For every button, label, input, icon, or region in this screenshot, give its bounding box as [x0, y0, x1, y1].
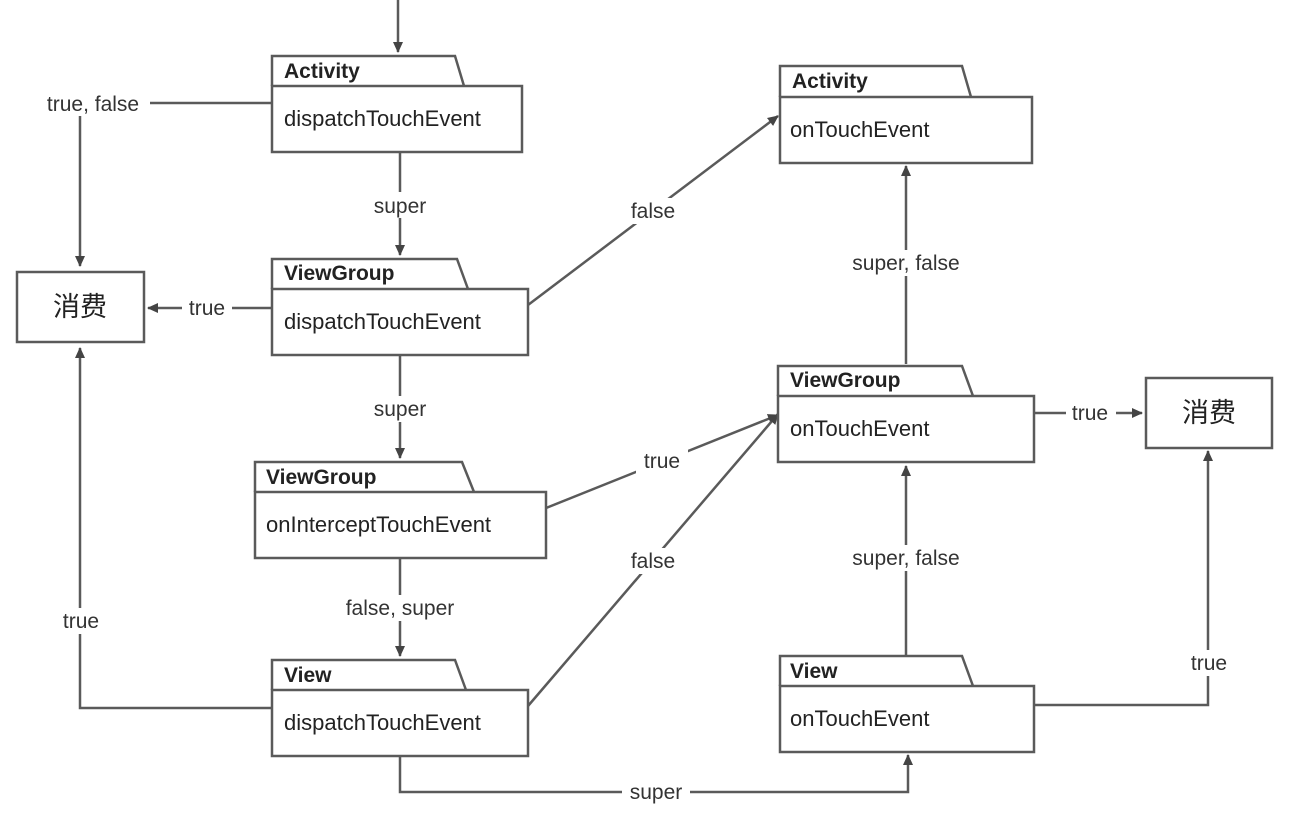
edge-label-intercept-to-vg-ontouch: true	[644, 450, 680, 473]
edge-label-intercept-to-view-dispatch: false, super	[346, 597, 455, 620]
node-viewgroup-intercept-method: onInterceptTouchEvent	[266, 512, 491, 537]
node-viewgroup-dispatch-stereotype: ViewGroup	[284, 262, 394, 285]
edge-label-vg-dispatch-to-activity-ontouch: false	[631, 200, 675, 223]
edge-label-view-dispatch-to-consume: true	[63, 610, 99, 633]
node-viewgroup-dispatch: ViewGroup dispatchTouchEvent	[270, 257, 530, 357]
node-activity-ontouch-method: onTouchEvent	[790, 117, 929, 142]
edge-label-activity-to-consume: true, false	[47, 93, 139, 116]
edge-label-view-ontouch-to-consume: true	[1191, 652, 1227, 675]
node-viewgroup-ontouch-method: onTouchEvent	[790, 416, 929, 441]
edge-label-activity-to-vg-dispatch: super	[374, 195, 427, 218]
edge-label-view-ontouch-to-vg-ontouch: super, false	[852, 547, 959, 570]
node-consume-left: 消费	[15, 270, 146, 344]
node-viewgroup-ontouch-stereotype: ViewGroup	[790, 369, 900, 392]
node-viewgroup-intercept: ViewGroup onInterceptTouchEvent	[253, 460, 548, 560]
node-viewgroup-dispatch-method: dispatchTouchEvent	[284, 309, 481, 334]
node-consume-left-label: 消费	[53, 292, 107, 323]
node-view-dispatch-method: dispatchTouchEvent	[284, 710, 481, 735]
edge-label-view-dispatch-to-vg-ontouch: false	[631, 550, 675, 573]
node-viewgroup-intercept-stereotype: ViewGroup	[266, 466, 376, 489]
node-view-dispatch: View dispatchTouchEvent	[270, 658, 530, 758]
edge-view-ontouch-to-consume	[1034, 450, 1213, 707]
node-view-ontouch-stereotype: View	[790, 660, 838, 683]
node-activity-dispatch-method: dispatchTouchEvent	[284, 106, 481, 131]
edge-view-dispatch-to-consume	[75, 347, 272, 710]
edge-label-vg-ontouch-to-activity-ontouch: super, false	[852, 252, 959, 275]
node-activity-ontouch-stereotype: Activity	[792, 70, 868, 93]
node-view-dispatch-stereotype: View	[284, 664, 332, 687]
node-view-ontouch: View onTouchEvent	[778, 654, 1036, 754]
edge-label-vg-dispatch-to-intercept: super	[374, 398, 427, 421]
node-view-ontouch-method: onTouchEvent	[790, 706, 929, 731]
node-activity-ontouch: Activity onTouchEvent	[778, 64, 1034, 165]
node-consume-right-label: 消费	[1182, 398, 1236, 429]
edge-label-vg-dispatch-to-consume: true	[189, 297, 225, 320]
edge-label-view-dispatch-to-view-ontouch: super	[630, 781, 683, 804]
node-viewgroup-ontouch: ViewGroup onTouchEvent	[776, 364, 1036, 464]
node-activity-dispatch-stereotype: Activity	[284, 60, 360, 83]
node-activity-dispatch: Activity dispatchTouchEvent	[270, 54, 524, 154]
edge-label-vg-ontouch-to-consume: true	[1072, 402, 1108, 425]
node-consume-right: 消费	[1144, 376, 1274, 450]
edge-activity-to-consume	[75, 101, 272, 267]
